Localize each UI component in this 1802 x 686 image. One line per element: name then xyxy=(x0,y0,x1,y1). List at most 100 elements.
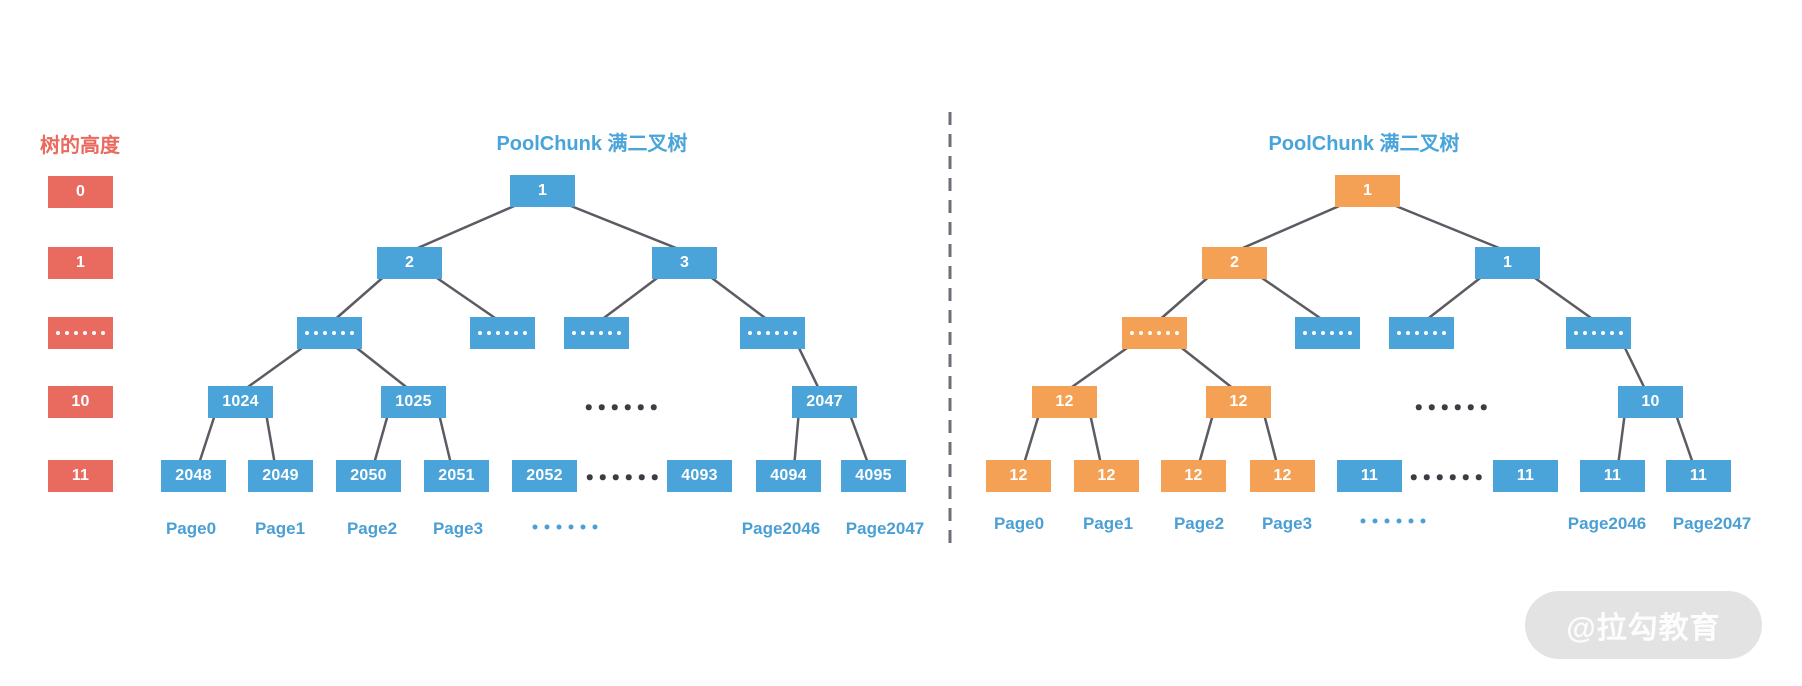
tree-edge xyxy=(373,415,389,463)
tree-edge xyxy=(1179,346,1234,389)
tree-edge xyxy=(849,415,869,463)
tree-node-label: 1 xyxy=(1362,182,1373,199)
tree-node: 2049 xyxy=(248,460,313,492)
page-label: Page2046 xyxy=(741,519,821,538)
tree-edge xyxy=(198,415,216,463)
tree-node: 12 xyxy=(1032,386,1097,418)
page-label: Page0 xyxy=(993,514,1045,533)
tree-node: 12 xyxy=(1074,460,1139,492)
tree-edge xyxy=(1393,203,1502,251)
ellipsis-node-dots xyxy=(1397,331,1446,335)
legend-height-box: 10 xyxy=(48,386,113,418)
tree-node-label: 2050 xyxy=(350,467,387,484)
ellipsis-node-dots xyxy=(748,331,797,335)
tree-edge xyxy=(709,276,768,320)
tree-node-label: 2049 xyxy=(262,467,299,484)
page-label: Page2047 xyxy=(845,519,925,538)
tree-edge xyxy=(1159,276,1210,320)
ellipsis-node-dots xyxy=(1303,331,1352,335)
tree-node-label: 12 xyxy=(1229,393,1248,410)
tree-edge xyxy=(334,276,385,320)
tree-node: 2 xyxy=(1202,247,1267,279)
tree-edge xyxy=(265,415,276,463)
legend-height-box-label: 1 xyxy=(75,254,86,271)
tree-node-label: 2051 xyxy=(438,467,475,484)
tree-node: 4094 xyxy=(756,460,821,492)
page-label: Page1 xyxy=(254,519,306,538)
ellipsis-node-dots xyxy=(1574,331,1623,335)
tree-edge xyxy=(434,275,498,321)
tree-node: 1 xyxy=(1475,247,1540,279)
legend-height-box-label: 10 xyxy=(71,393,90,410)
legend-title: 树的高度 xyxy=(40,135,120,157)
tree-edge xyxy=(1069,345,1130,390)
tree-edge xyxy=(1263,415,1278,463)
tree-edge xyxy=(1532,275,1594,321)
tree-node: 12 xyxy=(1250,460,1315,492)
tree-node xyxy=(470,317,535,349)
tree-node: 10 xyxy=(1618,386,1683,418)
page-label: Page2047 xyxy=(1672,514,1752,533)
legend-height-box xyxy=(48,317,113,349)
page-label: Page2046 xyxy=(1567,514,1647,533)
tree-edge xyxy=(1240,203,1342,251)
tree-node: 12 xyxy=(1206,386,1271,418)
tree-node: 12 xyxy=(1161,460,1226,492)
legend-height-box: 0 xyxy=(48,176,113,208)
page-label: Page0 xyxy=(165,519,217,538)
tree-edge xyxy=(245,345,305,390)
tree-node-label: 2047 xyxy=(806,393,843,410)
tree-node-label: 11 xyxy=(1689,467,1708,484)
tree-node-label: 11 xyxy=(1516,467,1535,484)
ellipsis-node-dots xyxy=(305,331,354,335)
tree-node-label: 2052 xyxy=(526,467,563,484)
tree-edge xyxy=(1675,415,1694,463)
page-label: Page3 xyxy=(1261,514,1313,533)
tree-node xyxy=(297,317,362,349)
ellipsis-node-dots xyxy=(1130,331,1179,335)
tree-edge xyxy=(1023,415,1040,463)
tree-edge xyxy=(1198,415,1214,463)
tree-node xyxy=(1122,317,1187,349)
legend-height-box: 1 xyxy=(48,247,113,279)
tree-node: 4093 xyxy=(667,460,732,492)
tree-node: 11 xyxy=(1493,460,1558,492)
tree-edge xyxy=(1089,415,1102,463)
tree-node-label: 2048 xyxy=(175,467,212,484)
tree-node: 1 xyxy=(510,175,575,207)
tree-node: 4095 xyxy=(841,460,906,492)
ellipsis-dots xyxy=(1410,474,1482,480)
ellipsis-node-dots xyxy=(56,331,105,335)
tree-node-label: 11 xyxy=(1360,467,1379,484)
tree-node xyxy=(740,317,805,349)
tree-node: 1024 xyxy=(208,386,273,418)
tree-node: 1 xyxy=(1335,175,1400,207)
tree-node-label: 12 xyxy=(1055,393,1074,410)
tree-node-label: 12 xyxy=(1184,467,1203,484)
tree-edge xyxy=(354,346,409,389)
tree-edge xyxy=(793,415,800,463)
tree-node-label: 12 xyxy=(1097,467,1116,484)
tree-node: 11 xyxy=(1580,460,1645,492)
legend-height-box-label: 0 xyxy=(75,183,86,200)
right-tree-title: PoolChunk 满二叉树 xyxy=(1268,133,1460,155)
tree-node-label: 11 xyxy=(1603,467,1622,484)
tree-edge xyxy=(797,346,820,389)
tree-edge xyxy=(1617,415,1626,463)
tree-node: 11 xyxy=(1666,460,1731,492)
tree-node xyxy=(1566,317,1631,349)
tree-edge xyxy=(415,203,517,251)
tree-node: 2 xyxy=(377,247,442,279)
tree-node xyxy=(1295,317,1360,349)
tree-node: 2052 xyxy=(512,460,577,492)
tree-node-label: 10 xyxy=(1641,393,1660,410)
tree-node: 12 xyxy=(986,460,1051,492)
ellipsis-node-dots xyxy=(572,331,621,335)
watermark-text: @拉勾教育 xyxy=(1566,612,1721,645)
tree-node-label: 1024 xyxy=(222,393,259,410)
tree-node: 3 xyxy=(652,247,717,279)
ellipsis-dots xyxy=(585,404,657,410)
tree-node-label: 2 xyxy=(404,254,415,271)
tree-edge xyxy=(601,276,660,320)
